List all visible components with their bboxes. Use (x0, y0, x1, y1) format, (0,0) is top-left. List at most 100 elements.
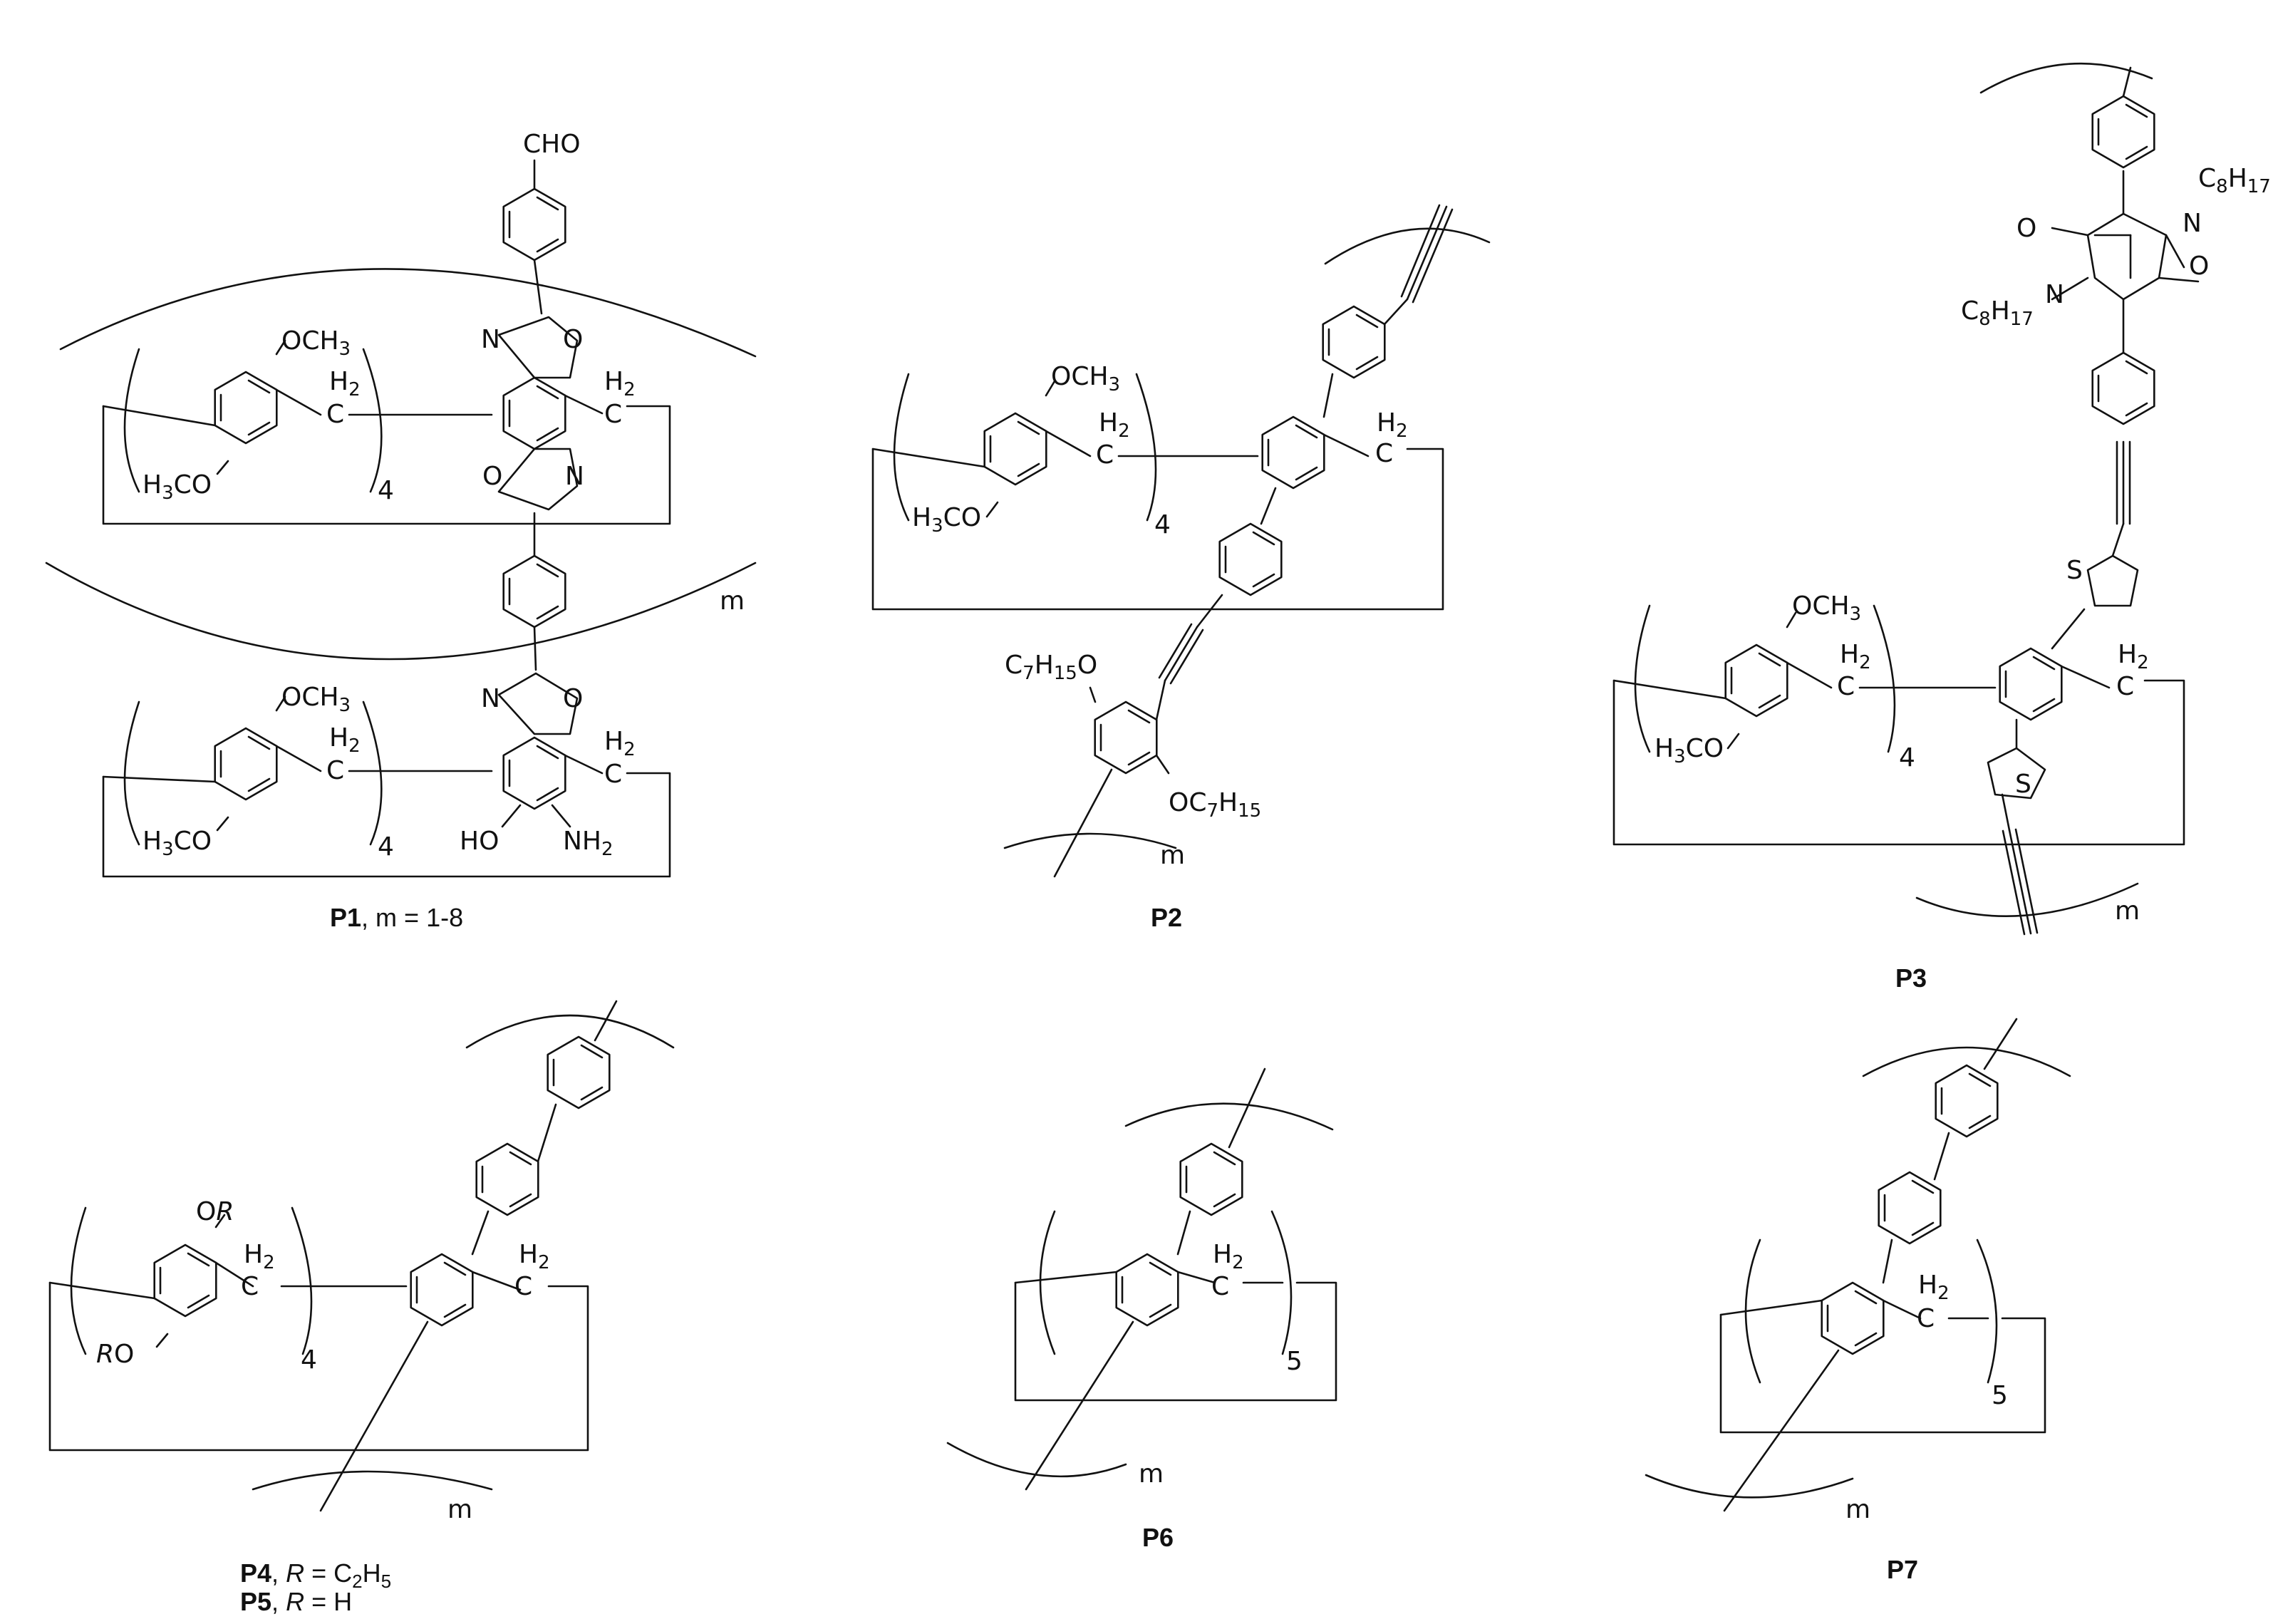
paren-right (362, 348, 383, 493)
ring-frame-lower (102, 772, 671, 878)
macrocycle-arc-upper (59, 268, 757, 358)
or-label: OR (196, 1197, 234, 1226)
caption-p4: P4, R = C2H5 (240, 1558, 391, 1592)
s-label: S (2066, 556, 2083, 585)
macrocycle-arc-top (1324, 227, 1491, 265)
macrocycle-arc-top (1862, 1046, 2071, 1077)
paren-right (291, 1206, 313, 1355)
ro-label: RO (96, 1340, 134, 1369)
h2-label: H2 (519, 1240, 550, 1273)
h2-label: H2 (329, 367, 361, 400)
ring-frame (48, 1281, 589, 1452)
structure-p3: OCH3 H3CO H2 C 4 H2 C S S N N O O C8H17 … (1612, 62, 2271, 993)
paren-left (1039, 1210, 1056, 1355)
c8h17-label: C8H17 (2198, 164, 2271, 197)
och3-label: OCH3 (1051, 362, 1120, 395)
h3co-label: H3CO (143, 470, 212, 504)
paren-right (1270, 1210, 1293, 1355)
ring-frame (1612, 679, 2185, 846)
ho-label: HO (460, 827, 499, 856)
cho-label: CHO (523, 130, 581, 159)
m-label: m (2115, 896, 2140, 926)
m-label: m (447, 1495, 472, 1524)
m-label: m (1139, 1459, 1164, 1489)
subscript-5: 5 (1992, 1381, 2008, 1410)
h2-label: H2 (1099, 408, 1130, 442)
caption-p1: P1, m = 1-8 (330, 903, 463, 932)
macrocycle-arc-bottom (252, 1470, 493, 1491)
c-label: C (1917, 1304, 1935, 1333)
subscript-4: 4 (1154, 510, 1171, 539)
ring-frame (1014, 1281, 1337, 1402)
paren-left (1634, 604, 1651, 753)
o-label: O (563, 325, 583, 354)
macrocycle-arc-bottom (946, 1442, 1127, 1478)
oxazole-ring-upper (497, 316, 579, 379)
paren-right-lower (362, 700, 383, 846)
n-label: N (2183, 209, 2202, 238)
h3co-label: H3CO (1655, 734, 1724, 767)
thiophene-ring-upper (2086, 554, 2139, 607)
s-label: S (2015, 770, 2031, 799)
nh2-label: NH2 (563, 827, 613, 860)
macrocycle-arc-bottom (1915, 882, 2139, 918)
structure-p6: H2 C 5 m P6 (946, 1067, 1337, 1552)
c8h17-label: C8H17 (1961, 296, 2034, 330)
h2-label: H2 (1840, 640, 1871, 673)
h2-label: H2 (329, 723, 361, 757)
ring-frame-upper (102, 405, 671, 525)
c-label: C (604, 760, 622, 789)
paren-right (1135, 373, 1157, 522)
paren-right (1873, 604, 1896, 753)
o-label: O (482, 462, 502, 491)
c-label: C (1096, 440, 1114, 470)
c7h15o-label: C7H15O (1005, 651, 1097, 684)
h2-label: H2 (604, 367, 636, 400)
paren-left (70, 1206, 87, 1355)
subscript-5: 5 (1286, 1347, 1303, 1376)
caption-p5: P5, R = H (240, 1587, 352, 1616)
m-label: m (1160, 841, 1185, 870)
paren-left (893, 373, 910, 522)
c-label: C (604, 400, 622, 429)
caption-p3: P3 (1895, 963, 1927, 993)
c-label: C (1375, 439, 1393, 468)
macrocycle-arc-top (465, 1014, 675, 1049)
och3-label: OCH3 (281, 683, 351, 716)
macrocycle-arc-lower (45, 562, 757, 661)
h2-label: H2 (2118, 640, 2149, 673)
oxazole-ring-bottom (497, 672, 579, 735)
structure-p4-p5: OR RO H2 C 4 H2 C m P4, R = C2H5 P5, R =… (48, 1000, 675, 1616)
macrocycle-arc-bottom (1645, 1474, 1854, 1499)
h2-label: H2 (1377, 408, 1408, 442)
h3co-label: H3CO (143, 827, 212, 860)
paren-right (1976, 1238, 1998, 1384)
o-label: O (2189, 252, 2209, 281)
c-label: C (1211, 1272, 1229, 1301)
oxazole-ring-lower (497, 448, 579, 511)
oc7h15-label: OC7H15 (1169, 788, 1261, 822)
thiophene-ring-lower (1987, 747, 2046, 800)
macrocycle-arc-bottom (1003, 832, 1177, 849)
c-label: C (1837, 672, 1855, 701)
m-label: m (720, 586, 745, 616)
m-label: m (1845, 1495, 1870, 1524)
h3co-label: H3CO (912, 503, 981, 537)
h2-label: H2 (1213, 1240, 1244, 1273)
h2-label: H2 (244, 1240, 275, 1273)
c-label: C (2116, 672, 2134, 701)
caption-p2: P2 (1151, 903, 1182, 932)
structure-p7: H2 C 5 m P7 (1645, 1018, 2071, 1584)
h2-label: H2 (1918, 1271, 1950, 1304)
o-label: O (563, 684, 583, 713)
macrocycle-arc-top (1124, 1102, 1334, 1131)
h2-label: H2 (604, 727, 636, 760)
och3-label: OCH3 (281, 326, 351, 360)
ring-frame (1719, 1313, 2046, 1434)
c-label: C (514, 1272, 532, 1301)
n-label: N (481, 684, 500, 713)
n-label: N (2045, 280, 2064, 309)
c-label: C (326, 756, 344, 785)
n-label: N (481, 325, 500, 354)
